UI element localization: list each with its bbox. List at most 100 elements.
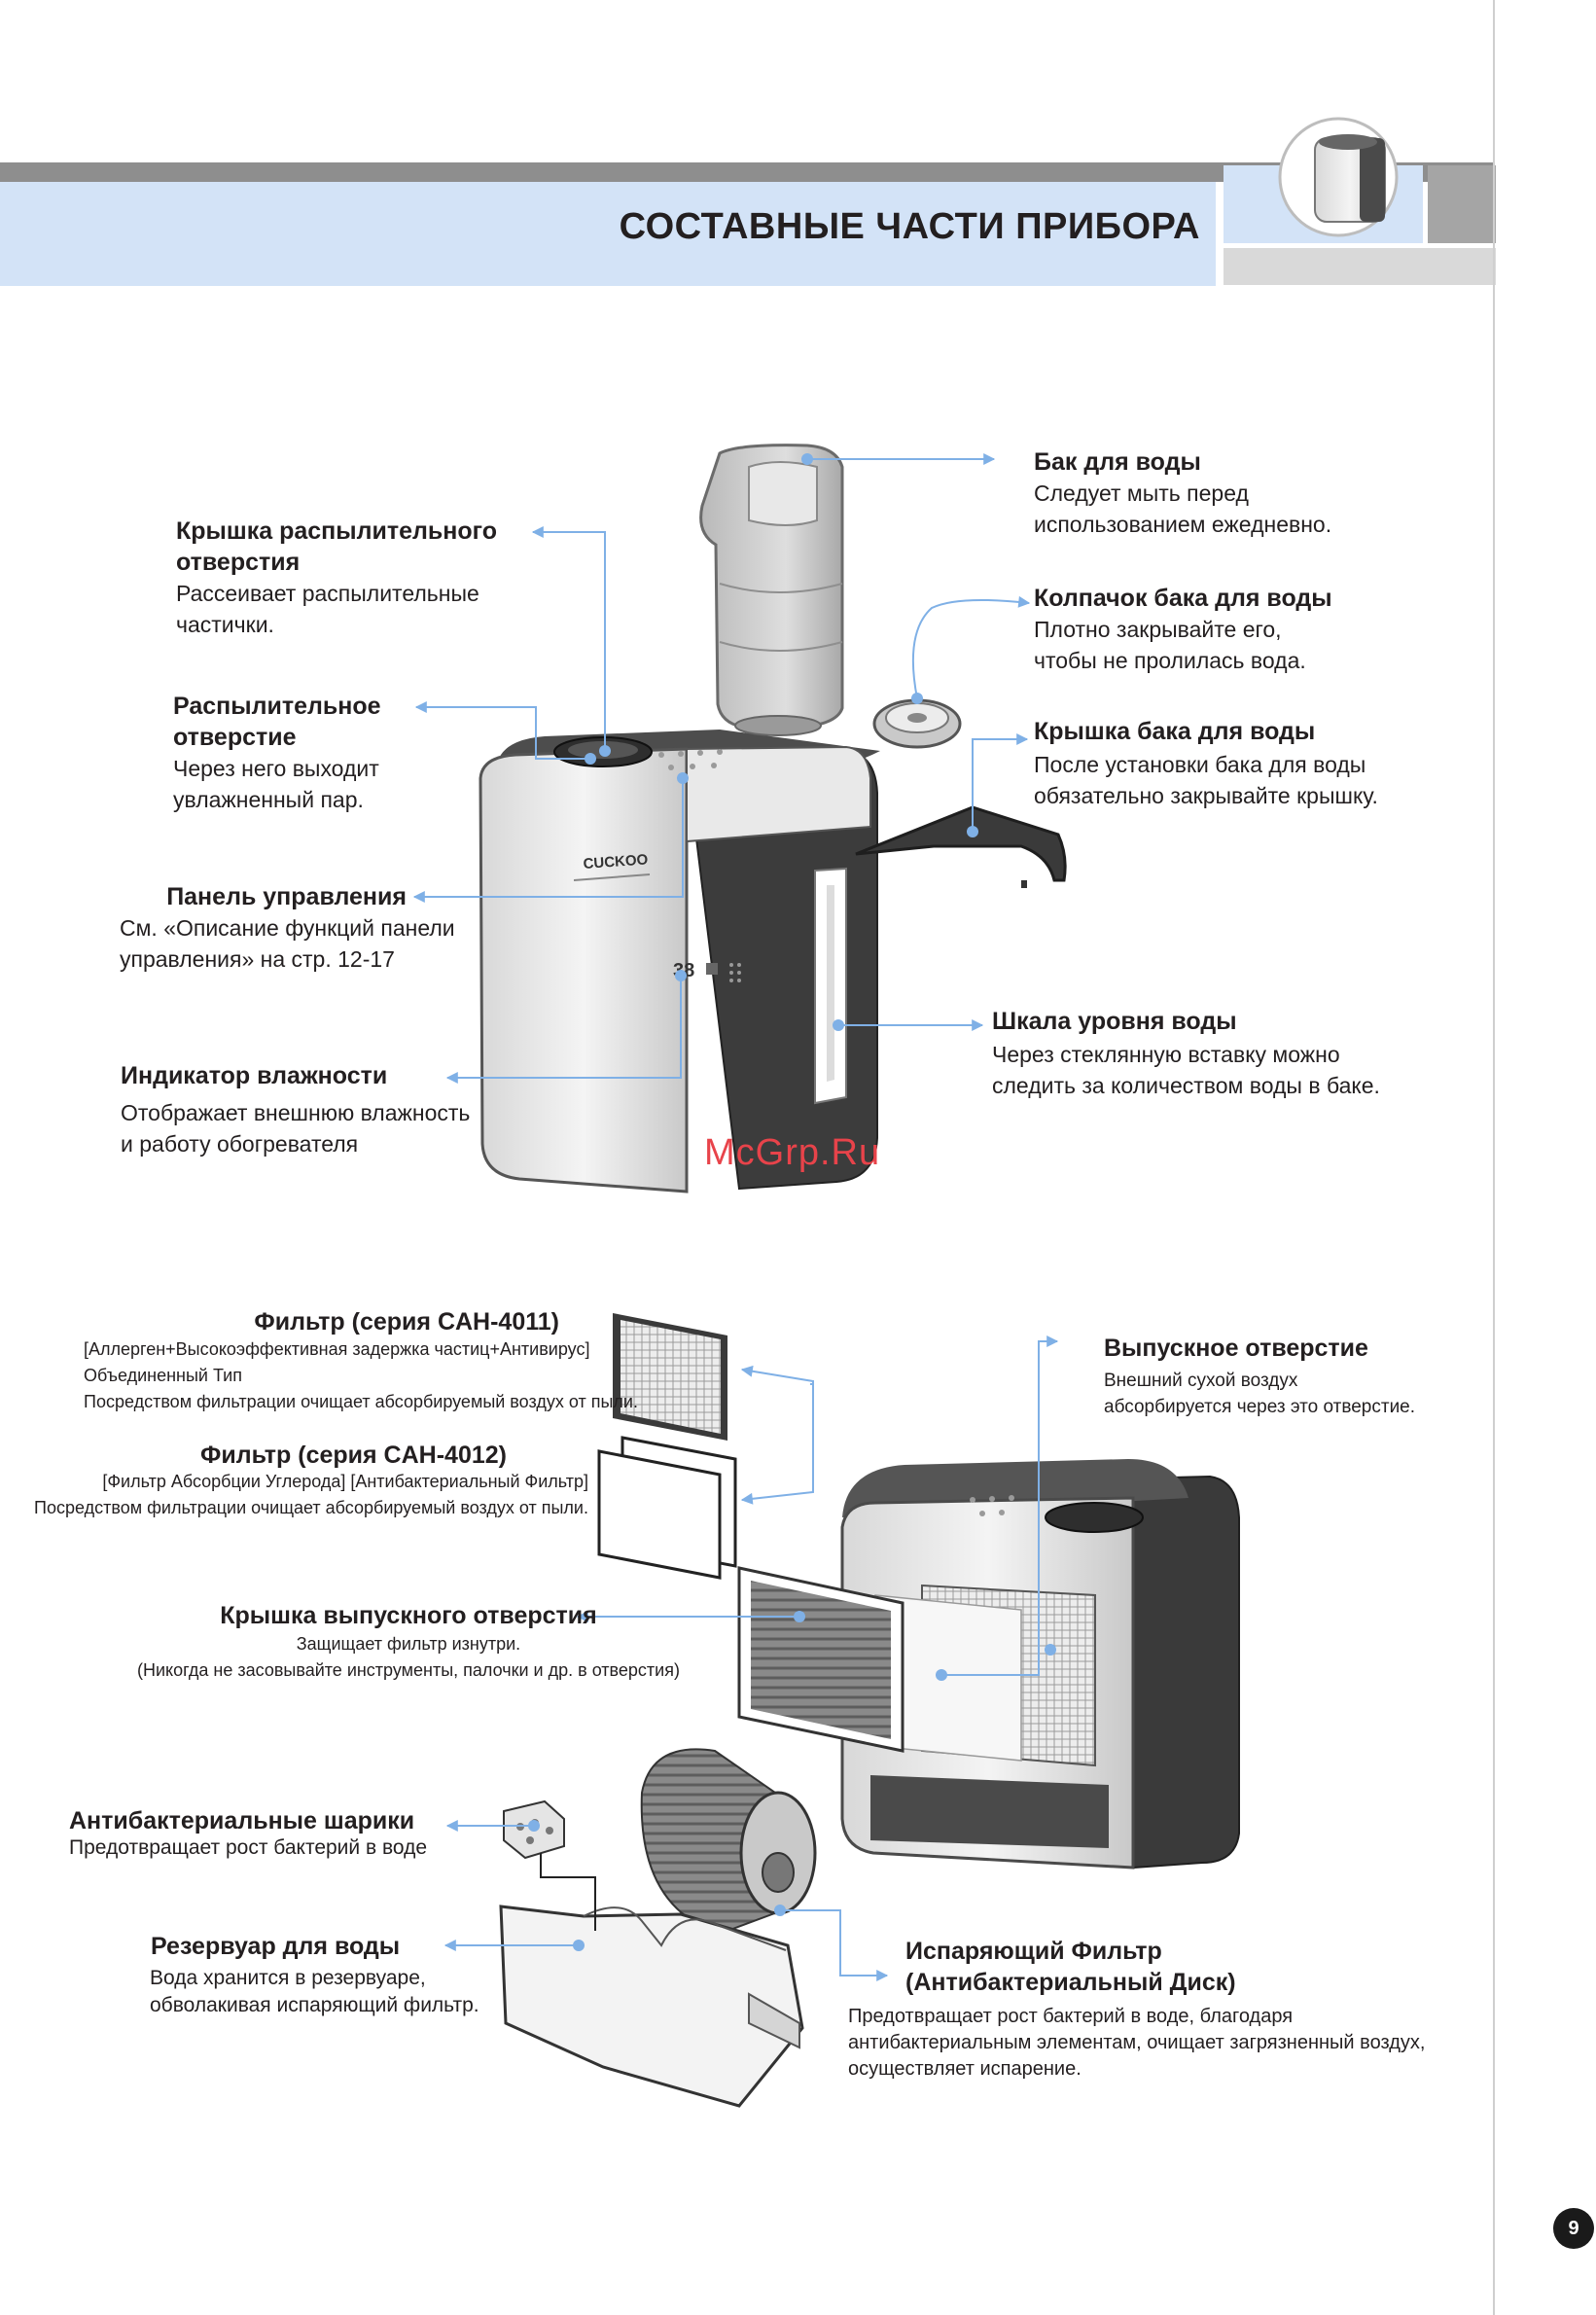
header-product-thumbnail [1278,117,1399,237]
tank-lid-label: Крышка бака для воды После установки бак… [1034,716,1378,811]
callout-line-outlet [941,1336,1059,1676]
brand-logo: CUCKOO [583,851,649,873]
spray-cover-desc-2: частички. [176,612,274,637]
callout-line-spray-outlet [414,701,590,760]
evap-filter-desc-2: антибактериальным элементам, очищает заг… [848,2032,1426,2053]
watermark: McGrp.Ru [704,1132,881,1173]
control-panel-title-box: Панель управления [18,881,407,912]
spray-cover-title-2: отверстия [176,549,301,576]
header-right-gray-block [1428,165,1496,243]
tank-cap-desc-1: Плотно закрывайте его, [1034,617,1282,642]
control-panel-desc: См. «Описание функций панели управления»… [120,912,455,975]
header-band [0,182,1216,286]
spray-cover-label: Крышка распылительного отверстия Рассеив… [176,516,497,640]
callout-line-spray-cover [531,526,606,751]
evaporating-filter-illustration [640,1748,817,1936]
reservoir-title-box: Резервуар для воды [151,1931,400,1962]
callout-line-evap-filter [780,1909,889,1981]
outlet-cover-line-2: (Никогда не засовывайте инструменты, пал… [137,1660,680,1680]
header-right-lower-block [1224,248,1496,285]
water-tank-desc-1: Следует мыть перед [1034,481,1249,506]
outlet-label: Выпускное отверстие Внешний сухой воздух… [1104,1333,1415,1420]
filter-4011-line-2: Объединенный Тип [84,1366,242,1385]
antibac-balls-desc: Предотвращает рост бактерий в воде [69,1836,428,1859]
filter-4011-title: Фильтр (серия CAH-4011) [254,1308,559,1336]
evap-filter-title-1: Испаряющий Фильтр [905,1938,1162,1965]
antibac-balls-title: Антибактериальные шарики [69,1807,415,1834]
outlet-cover-illustration [737,1566,904,1753]
callout-line-filter-4011 [740,1365,814,1385]
page-title: СОСТАВНЫЕ ЧАСТИ ПРИБОРА [619,206,1200,247]
spray-outlet-desc-2: увлажненный пар. [173,787,364,812]
humidity-indicator-desc-1: Отображает внешнюю влажность [121,1100,471,1125]
water-tank-title: Бак для воды [1034,448,1201,476]
spray-outlet-label: Распылительное отверстие Через него выхо… [173,691,381,815]
evap-filter-desc-1: Предотвращает рост бактерий в воде, благ… [848,2006,1294,2027]
reservoir-desc-1: Вода хранится в резервуаре, [150,1967,426,1989]
tank-cap-desc-2: чтобы не пролилась вода. [1034,648,1306,673]
water-tank-illustration [699,444,844,736]
control-panel-title: Панель управления [166,883,407,910]
filter-4011-line-3: Посредством фильтрации очищает абсорбиру… [84,1392,638,1411]
filter-4012-illustration [597,1436,737,1580]
spray-cover-desc-1: Рассеивает распылительные [176,581,479,606]
reservoir-desc: Вода хранится в резервуаре, обволакивая … [150,1965,479,2019]
humidity-indicator-label: Индикатор влажности Отображает внешнюю в… [121,1060,470,1159]
filter-4011-title-box: Фильтр (серия CAH-4011) [0,1306,559,1337]
outlet-title: Выпускное отверстие [1104,1335,1368,1362]
reservoir-desc-2: обволакивая испаряющий фильтр. [150,1994,479,2016]
filter-4012-title-box: Фильтр (серия CAH-4012) [20,1440,507,1471]
spray-outlet-desc-1: Через него выходит [173,756,379,781]
tank-cap-illustration [872,698,962,749]
water-gauge-desc-2: следить за количеством воды в баке. [992,1073,1380,1098]
callout-line-tank-lid [972,733,1029,832]
water-gauge-label: Шкала уровня воды Через стеклянную встав… [992,1006,1380,1101]
spray-cover-title-1: Крышка распылительного [176,517,497,545]
evap-filter-desc-3: осуществляет испарение. [848,2058,1082,2080]
outlet-cover-label: Крышка выпускного отверстия Защищает фил… [117,1600,700,1684]
tank-lid-illustration [855,805,1067,888]
filter-4012-desc: [Фильтр Абсорбции Углерода] [Антибактери… [5,1469,588,1521]
filter-4012-title: Фильтр (серия CAH-4012) [200,1442,507,1469]
water-tank-label: Бак для воды Следует мыть перед использо… [1034,446,1331,540]
tank-lid-desc-2: обязательно закрывайте крышку. [1034,783,1378,808]
outlet-desc-2: абсорбируется через это отверстие. [1104,1397,1416,1417]
filter-4011-line-1: [Аллерген+Высокоэффективная задержка час… [84,1339,590,1359]
tank-lid-desc-1: После установки бака для воды [1034,752,1366,777]
water-reservoir-illustration [499,1905,804,2108]
water-gauge-title: Шкала уровня воды [992,1008,1237,1035]
filter-4012-line-1: [Фильтр Абсорбции Углерода] [Антибактери… [102,1472,588,1491]
evap-filter-desc: Предотвращает рост бактерий в воде, благ… [848,2004,1425,2083]
spray-outlet-title-1: Распылительное [173,693,381,720]
humidity-indicator-desc-2: и работу обогревателя [121,1131,359,1157]
outlet-desc-1: Внешний сухой воздух [1104,1371,1298,1391]
reservoir-title: Резервуар для воды [151,1933,401,1960]
filter-4011-illustration [613,1313,727,1441]
callout-line-humidity-indicator [445,976,682,1084]
tank-cap-label: Колпачок бака для воды Плотно закрывайте… [1034,583,1332,676]
tank-lid-title: Крышка бака для воды [1034,718,1316,745]
callout-line-tank-cap [911,595,1031,699]
evap-filter-title-2: (Антибактериальный Диск) [905,1969,1236,1996]
water-gauge-desc-1: Через стеклянную вставку можно [992,1042,1340,1067]
page-edge-line [1493,0,1495,2315]
water-tank-desc-2: использованием ежедневно. [1034,512,1332,537]
evap-filter-title-box: Испаряющий Фильтр (Антибактериальный Дис… [905,1936,1236,1998]
filter-4011-desc: [Аллерген+Высокоэффективная задержка час… [84,1336,638,1415]
callout-line-control-panel [412,778,684,903]
page-number: 9 [1553,2208,1594,2249]
humidity-indicator-title: Индикатор влажности [121,1062,388,1089]
header-top-bar [0,162,1493,182]
control-panel-desc-2: управления» на стр. 12-17 [120,946,395,972]
callout-line-antibac-link [540,1853,596,1931]
tank-cap-title: Колпачок бака для воды [1034,585,1332,612]
outlet-cover-line-1: Защищает фильтр изнутри. [296,1634,521,1654]
humidifier-illustration: CUCKOO 38 [479,730,880,1193]
callout-line-filter-4012 [740,1383,814,1505]
control-panel-desc-1: См. «Описание функций панели [120,915,455,941]
antibac-balls-label: Антибактериальные шарики Предотвращает р… [69,1805,427,1860]
spray-outlet-title-2: отверстие [173,724,297,751]
outlet-cover-title: Крышка выпускного отверстия [220,1602,597,1629]
filter-4012-line-2: Посредством фильтрации очищает абсорбиру… [34,1498,588,1517]
